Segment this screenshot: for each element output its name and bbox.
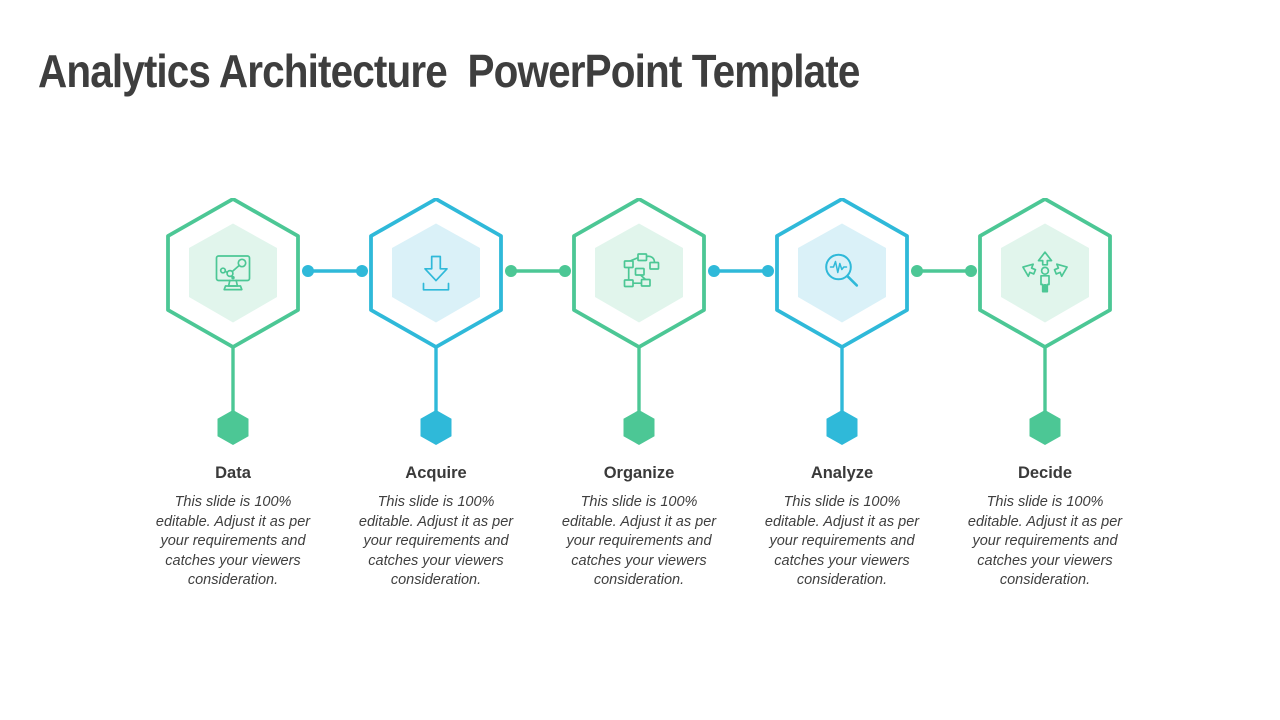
- flowchart-icon: [623, 253, 660, 288]
- step-description: This slide is 100% editable. Adjust it a…: [358, 494, 514, 589]
- slide-title: Analytics Architecture PowerPoint Templa…: [38, 45, 860, 97]
- step-title: Analyze: [810, 464, 874, 482]
- connector-line-1: [302, 265, 368, 277]
- small-hexagon: [623, 410, 655, 445]
- step-title: Decide: [1017, 464, 1073, 482]
- hexagon-node-data: [166, 198, 300, 445]
- step-title: Acquire: [405, 464, 467, 482]
- decision-person-icon: [1019, 251, 1071, 293]
- step-description: This slide is 100% editable. Adjust it a…: [155, 494, 311, 589]
- step-description: This slide is 100% editable. Adjust it a…: [967, 494, 1123, 589]
- step-description: This slide is 100% editable. Adjust it a…: [764, 494, 920, 589]
- small-hexagon: [1029, 410, 1061, 445]
- hexagon-fill: [392, 223, 480, 323]
- connector-line-2: [505, 265, 571, 277]
- magnifier-waveform-icon: [825, 253, 859, 287]
- process-step-acquire: Acquire This slide is 100% editable. Adj…: [334, 198, 538, 591]
- small-hexagon: [420, 410, 452, 445]
- hexagon-fill: [798, 223, 886, 323]
- hexagon-node-decide: [978, 198, 1112, 445]
- connector-line-4: [911, 265, 977, 277]
- connector-line-3: [708, 265, 774, 277]
- small-hexagon: [826, 410, 858, 445]
- process-step-organize: Organize This slide is 100% editable. Ad…: [537, 198, 741, 591]
- small-hexagon: [217, 410, 249, 445]
- process-step-analyze: Analyze This slide is 100% editable. Adj…: [740, 198, 944, 591]
- hexagon-node-acquire: [369, 198, 503, 445]
- hexagon-node-organize: [572, 198, 706, 445]
- step-title: Organize: [603, 464, 675, 482]
- step-description: This slide is 100% editable. Adjust it a…: [561, 494, 717, 589]
- hexagon-node-analyze: [775, 198, 909, 445]
- process-step-decide: Decide This slide is 100% editable. Adju…: [943, 198, 1147, 591]
- download-icon: [422, 255, 450, 291]
- step-title: Data: [215, 464, 251, 482]
- process-step-data: Data This slide is 100% editable. Adjust…: [131, 198, 335, 591]
- monitor-chart-icon: [215, 255, 251, 291]
